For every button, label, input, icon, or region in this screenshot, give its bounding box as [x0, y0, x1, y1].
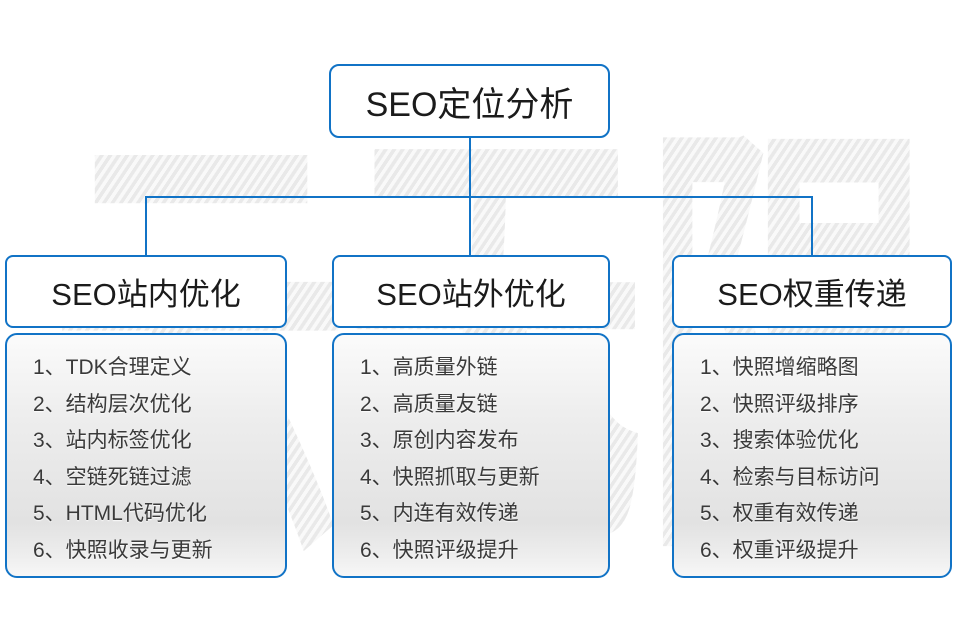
list-item: 5、HTML代码优化	[33, 502, 207, 525]
branch-title: SEO权重传递	[717, 277, 907, 312]
connector-drop-right	[811, 196, 813, 255]
list-item: 6、快照评级提升	[360, 538, 519, 562]
list-item: 6、快照收录与更新	[33, 538, 213, 562]
branch-list-onsite-optimization: 1、TDK合理定义 2、结构层次优化 3、站内标签优化 4、空链死链过滤 5、H…	[5, 333, 287, 578]
list-item: 3、搜索体验优化	[700, 429, 859, 452]
connector-drop-center	[469, 196, 471, 255]
connector-root-stem	[469, 138, 471, 196]
list-item: 6、权重评级提升	[700, 538, 859, 562]
list-item: 2、结构层次优化	[33, 392, 192, 416]
branch-head-weight-transfer: SEO权重传递	[672, 255, 952, 328]
list-item: 2、快照评级排序	[700, 392, 859, 416]
list-item: 1、快照增缩略图	[700, 356, 859, 379]
list-item: 4、快照抓取与更新	[360, 465, 540, 489]
branch-title: SEO站内优化	[51, 277, 241, 312]
list-item: 4、检索与目标访问	[700, 465, 880, 489]
connector-drop-left	[145, 196, 147, 255]
list-item: 4、空链死链过滤	[33, 465, 192, 489]
connector-horizontal-bar	[145, 196, 813, 198]
branch-head-offsite-optimization: SEO站外优化	[332, 255, 610, 328]
root-node-seo-positioning-analysis: SEO定位分析	[329, 64, 610, 138]
branch-title: SEO站外优化	[376, 277, 566, 312]
branch-head-onsite-optimization: SEO站内优化	[5, 255, 287, 328]
list-item: 3、站内标签优化	[33, 429, 192, 452]
list-item: 1、TDK合理定义	[33, 356, 192, 379]
root-node-label: SEO定位分析	[365, 85, 574, 124]
list-item: 5、权重有效传递	[700, 502, 859, 525]
branch-list-offsite-optimization: 1、高质量外链 2、高质量友链 3、原创内容发布 4、快照抓取与更新 5、内连有…	[332, 333, 610, 578]
list-item: 1、高质量外链	[360, 356, 498, 379]
list-item: 5、内连有效传递	[360, 502, 519, 525]
list-item: 3、原创内容发布	[360, 429, 519, 452]
branch-list-weight-transfer: 1、快照增缩略图 2、快照评级排序 3、搜索体验优化 4、检索与目标访问 5、权…	[672, 333, 952, 578]
list-item: 2、高质量友链	[360, 392, 498, 416]
